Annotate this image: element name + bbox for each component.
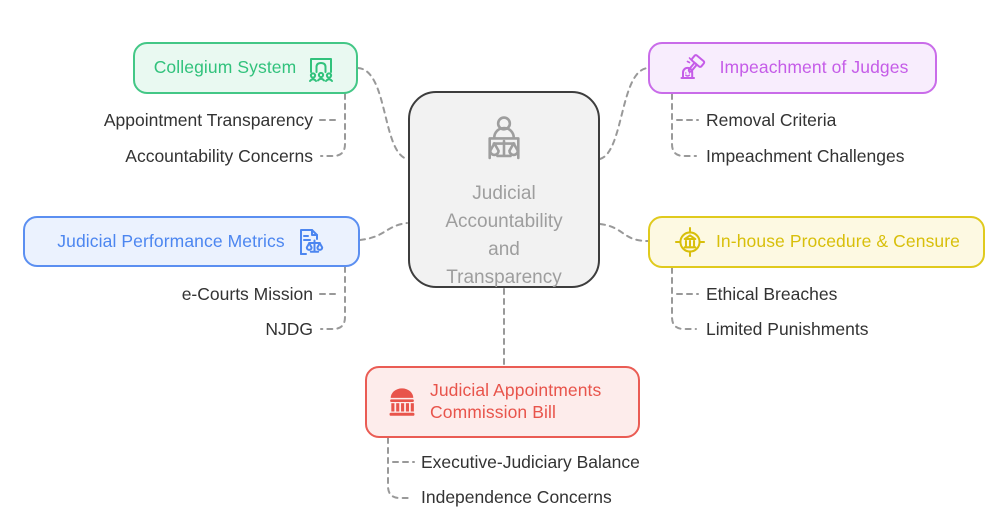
link-performance-children <box>320 266 346 330</box>
central-topic-label: Judicial Accountability and Transparency <box>445 183 563 288</box>
leaf-independence-concerns[interactable]: Independence Concerns <box>421 487 612 507</box>
link-inhouse-center <box>599 223 649 242</box>
node-inhouse-procedure-censure[interactable]: In-house Procedure & Censure <box>648 216 985 268</box>
leaf-removal-criteria[interactable]: Removal Criteria <box>706 110 837 130</box>
node-judicial-performance-metrics[interactable]: Judicial Performance Metrics <box>23 216 360 267</box>
link-collegium-center <box>357 67 408 160</box>
classical-building-icon <box>383 383 421 421</box>
node-collegium-system[interactable]: Collegium System <box>133 42 358 94</box>
person-scales-icon <box>478 113 530 174</box>
bank-target-icon <box>673 225 707 259</box>
leaf-appointment-transparency[interactable]: Appointment Transparency <box>103 110 313 130</box>
gavel-icon <box>677 51 711 85</box>
judicial-performance-metrics-label: Judicial Performance Metrics <box>57 230 285 251</box>
leaf-limited-punishments[interactable]: Limited Punishments <box>706 319 869 339</box>
inhouse-procedure-censure-label: In-house Procedure & Censure <box>715 231 961 252</box>
impeachment-of-judges-label: Impeachment of Judges <box>719 57 909 78</box>
people-arch-icon <box>305 52 337 84</box>
link-impeachment-center <box>599 67 649 160</box>
link-collegium-children <box>320 93 346 157</box>
collegium-system-label: Collegium System <box>153 57 297 78</box>
link-impeachment-children <box>671 93 697 157</box>
leaf-njdg[interactable]: NJDG <box>265 319 313 339</box>
link-performance-center <box>359 222 408 241</box>
judicial-appointments-commission-bill-label: Judicial Appointments Commission Bill <box>430 380 602 422</box>
link-appointments-children <box>387 437 413 499</box>
leaf-accountability-concerns[interactable]: Accountability Concerns <box>125 146 313 166</box>
leaf-executive-judiciary-balance[interactable]: Executive-Judiciary Balance <box>421 452 640 472</box>
leaf-e-courts-mission[interactable]: e-Courts Mission <box>181 284 313 304</box>
node-judicial-appointments-commission-bill[interactable]: Judicial Appointments Commission Bill <box>365 366 640 438</box>
node-impeachment-of-judges[interactable]: Impeachment of Judges <box>648 42 937 94</box>
leaf-ethical-breaches[interactable]: Ethical Breaches <box>706 284 838 304</box>
document-scales-icon <box>294 226 326 258</box>
link-inhouse-children <box>671 267 697 330</box>
node-central-topic[interactable]: Judicial Accountability and Transparency <box>408 91 600 288</box>
leaf-impeachment-challenges[interactable]: Impeachment Challenges <box>706 146 905 166</box>
